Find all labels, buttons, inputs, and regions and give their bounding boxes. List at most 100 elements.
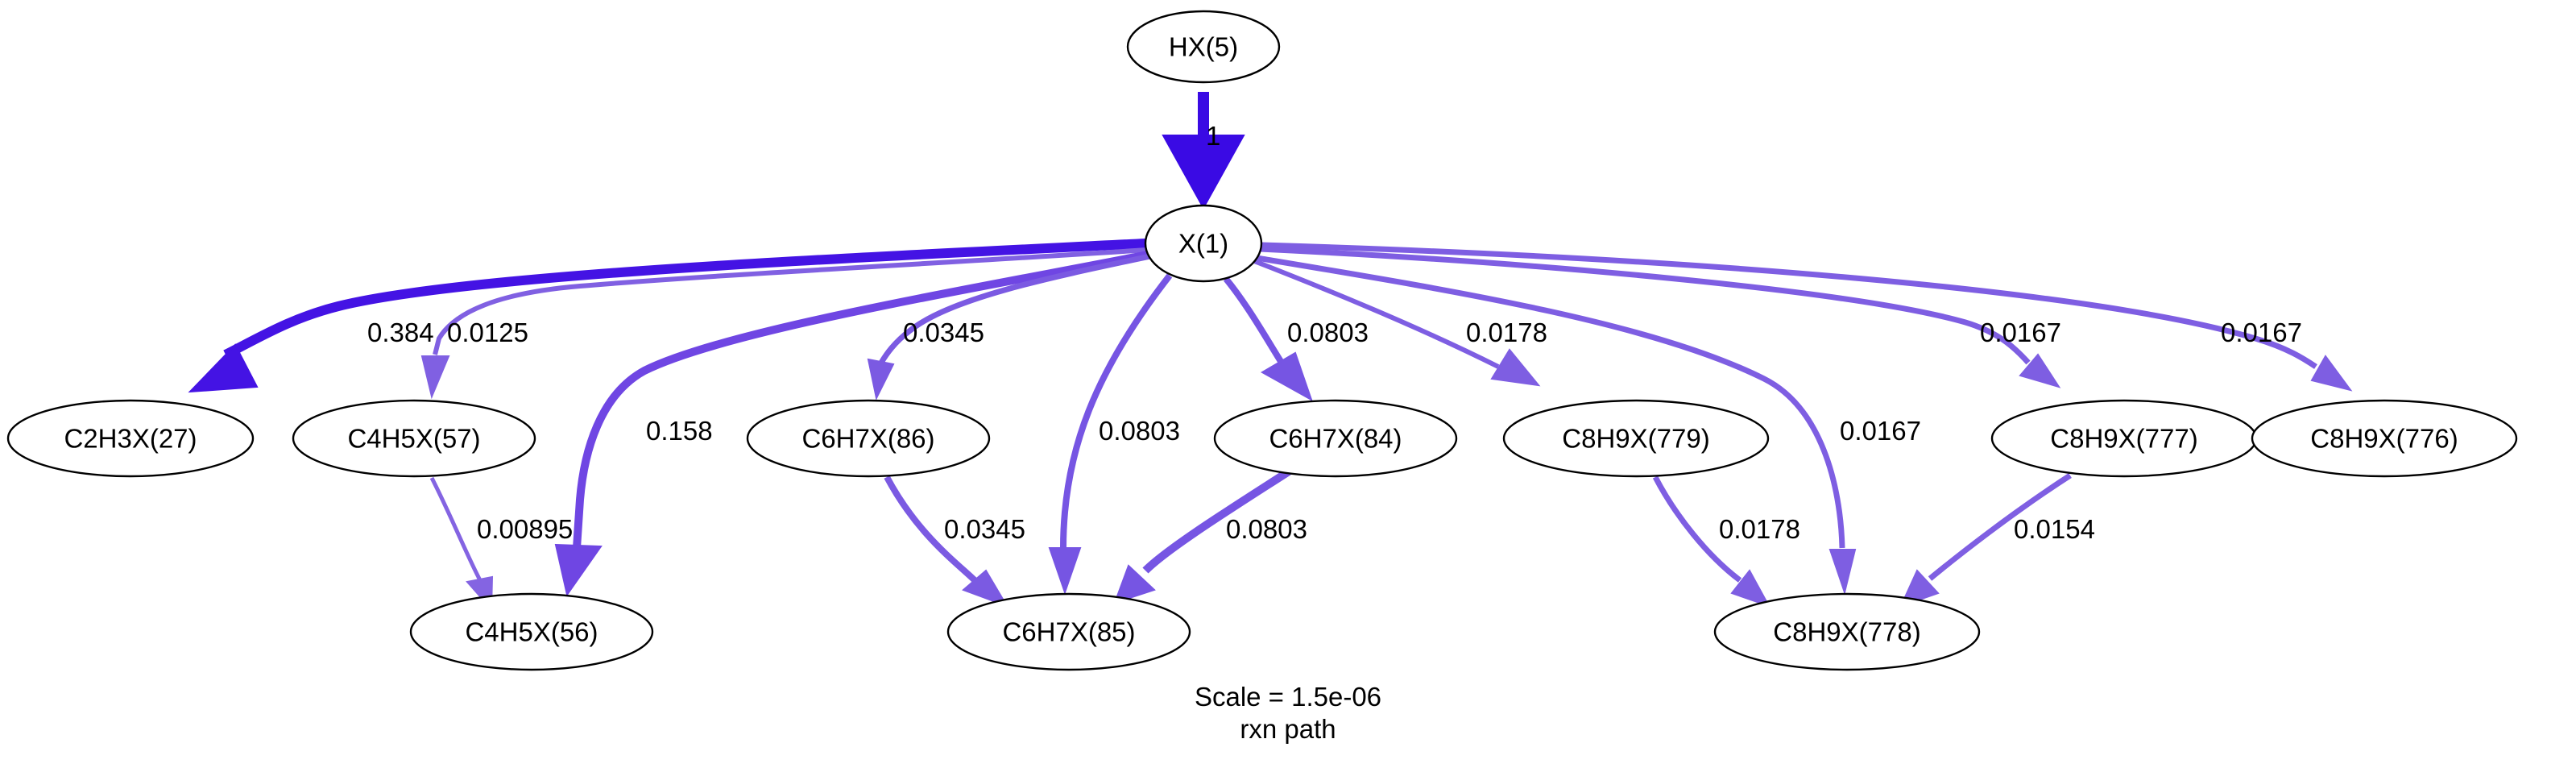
node-ellipse [1126, 10, 1281, 84]
node-ellipse [292, 399, 536, 478]
edge-label: 0.0345 [903, 318, 984, 347]
edge-X1-to-C2H3X27 [188, 239, 1146, 393]
edge-X1-to-C4H5X57 [420, 247, 1148, 400]
edge-C6H7X84-to-C6H7X85 [1113, 467, 1291, 604]
edge-label: 1 [1206, 121, 1220, 151]
edge-arrowhead [867, 358, 895, 401]
edge-arrowhead [1828, 549, 1857, 596]
edge-label: 0.384 [367, 318, 434, 347]
diagram-title: rxn path [1240, 714, 1336, 744]
edge-arrowhead [2019, 353, 2061, 388]
edge-label: 0.0167 [2221, 318, 2302, 347]
edge-line [1256, 255, 1845, 549]
edge-arrowhead [1162, 135, 1245, 210]
edge-label: 0.0345 [944, 514, 1025, 544]
edge-label: 0.158 [646, 416, 713, 446]
node-label: C8H9X(779) [1562, 424, 1709, 454]
node-label: C6H7X(84) [1269, 424, 1402, 454]
edge-label: 0.00895 [477, 514, 573, 544]
node-C4H5X56: C4H5X(56) [409, 592, 654, 671]
edge-arrowhead [1260, 351, 1313, 402]
node-X1: X(1) [1144, 204, 1263, 283]
node-label: C4H5X(57) [347, 424, 480, 454]
edge-line [878, 253, 1151, 364]
node-C2H3X27: C2H3X(27) [6, 399, 255, 478]
edge-X1-to-C8H9X779 [1249, 257, 1541, 387]
edge-label: 0.0178 [1719, 514, 1800, 544]
node-C8H9X776: C8H9X(776) [2251, 399, 2518, 478]
edge-label: 0.0125 [447, 318, 528, 347]
edge-X1-to-C6H7X86 [867, 253, 1151, 401]
edge-label: 0.0803 [1099, 416, 1180, 446]
edge-arrowhead [2310, 355, 2353, 392]
edge-line [1249, 257, 1500, 369]
edge-arrowhead [962, 569, 1009, 608]
node-ellipse [6, 399, 255, 478]
edge-line [1060, 273, 1173, 549]
edge-label: 0.0803 [1226, 514, 1307, 544]
edge-labels-layer: 1 0.384 0.0125 0.158 0.0345 0.0803 0.0803 0.017… [367, 121, 2302, 544]
node-ellipse [1713, 592, 1981, 671]
node-label: C8H9X(777) [2050, 424, 2197, 454]
node-label: C8H9X(776) [2310, 424, 2458, 454]
edge-X1-to-C4H5X56 [554, 250, 1153, 597]
edge-line [429, 476, 482, 582]
node-ellipse [1144, 204, 1263, 283]
edge-line [1928, 473, 2072, 581]
node-label: C8H9X(778) [1773, 617, 1920, 647]
edge-arrowhead [1048, 547, 1082, 596]
edge-X1-to-C8H9X776 [1261, 242, 2353, 392]
edge-label: 0.0803 [1287, 318, 1369, 347]
edge-C6H7X86-to-C6H7X85 [884, 475, 1009, 608]
nodes-layer: HX(5) X(1) C2H3X(27) C4H5X(57) C6H7X(86) C6H7… [6, 10, 2518, 671]
node-label: X(1) [1178, 229, 1228, 259]
edge-label: 0.0167 [1840, 416, 1921, 446]
edge-label: 0.0154 [2014, 514, 2095, 544]
edge-line [223, 239, 1146, 359]
edge-line [433, 247, 1148, 355]
node-label: C6H7X(85) [1002, 617, 1135, 647]
node-C8H9X779: C8H9X(779) [1502, 399, 1770, 478]
edge-X1-to-C6H7X85 [1048, 273, 1173, 596]
node-C6H7X86: C6H7X(86) [746, 399, 991, 478]
edge-C8H9X779-to-C8H9X778 [1652, 475, 1771, 608]
edge-line [1142, 467, 1291, 574]
node-ellipse [946, 592, 1191, 671]
node-ellipse [1213, 399, 1458, 478]
node-label: HX(5) [1169, 32, 1238, 62]
edge-HX5-to-X1 [1162, 92, 1245, 210]
edges-layer [188, 92, 2353, 612]
edge-line [1259, 246, 2031, 365]
edge-X1-to-C8H9X778 [1256, 255, 1857, 596]
node-ellipse [1502, 399, 1770, 478]
edge-line [1652, 475, 1742, 583]
edge-arrowhead [188, 343, 259, 393]
node-ellipse [409, 592, 654, 671]
edge-line [1261, 242, 2317, 369]
node-label: C6H7X(86) [801, 424, 934, 454]
node-C6H7X84: C6H7X(84) [1213, 399, 1458, 478]
edge-arrowhead [554, 543, 603, 597]
node-ellipse [746, 399, 991, 478]
node-HX5: HX(5) [1126, 10, 1281, 84]
edge-arrowhead [1730, 569, 1771, 608]
edge-arrowhead [1113, 564, 1156, 604]
edge-line [573, 250, 1153, 549]
edge-arrowhead [1490, 348, 1541, 387]
node-C4H5X57: C4H5X(57) [292, 399, 536, 478]
edge-label: 0.0167 [1980, 318, 2061, 347]
node-label: C4H5X(56) [465, 617, 598, 647]
node-ellipse [2251, 399, 2518, 478]
scale-caption: Scale = 1.5e-06 [1195, 682, 1381, 712]
node-C8H9X778: C8H9X(778) [1713, 592, 1981, 671]
edge-X1-to-C6H7X84 [1223, 276, 1313, 402]
edge-line [884, 475, 979, 584]
node-label: C2H3X(27) [64, 424, 197, 454]
node-C8H9X777: C8H9X(777) [1990, 399, 2258, 478]
edge-X1-to-C8H9X777 [1259, 246, 2061, 388]
edge-label: 0.0178 [1466, 318, 1547, 347]
edge-arrowhead [420, 355, 450, 400]
node-C6H7X85: C6H7X(85) [946, 592, 1191, 671]
edge-line [1223, 276, 1285, 365]
